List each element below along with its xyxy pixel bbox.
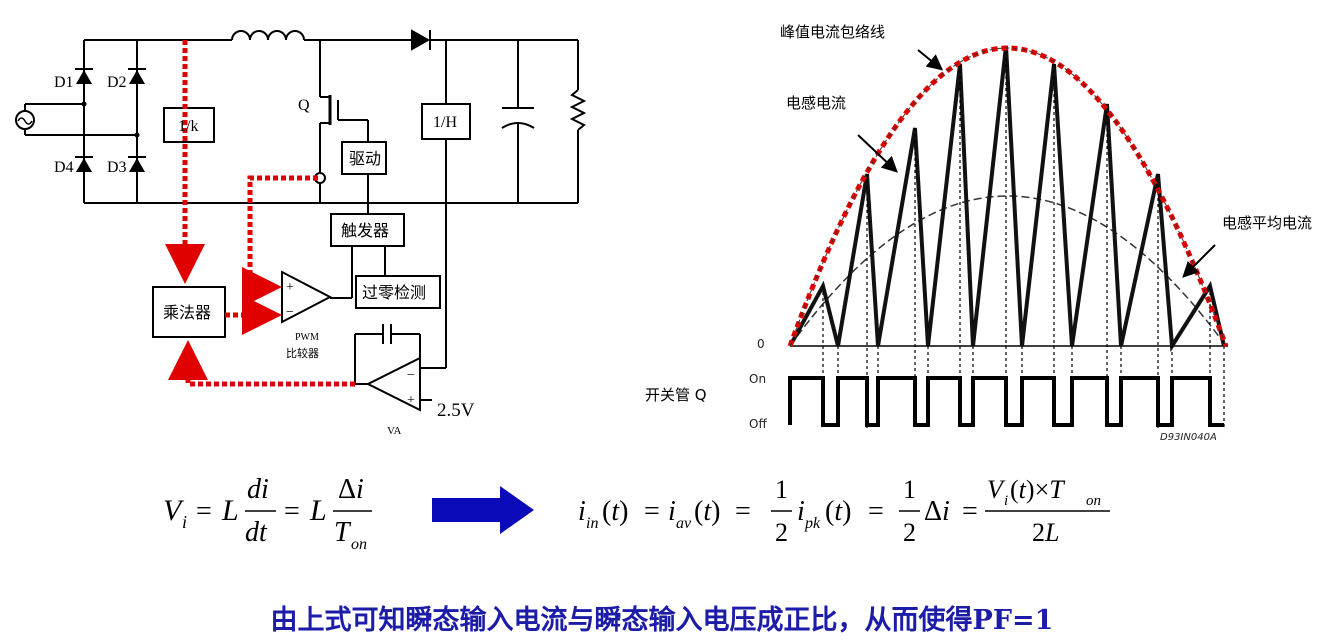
svg-text:V: V <box>987 475 1006 504</box>
diode-d2-icon <box>129 70 145 84</box>
diode-d4-icon <box>76 158 92 172</box>
switch-q-wave <box>788 376 1224 427</box>
svg-text:i: i <box>578 496 586 527</box>
circuit-schematic <box>15 29 587 412</box>
inductor-icon <box>231 30 305 41</box>
svg-text:1: 1 <box>903 475 916 504</box>
svg-text:−: − <box>286 305 294 320</box>
envelope-label: 峰值电流包络线 <box>780 23 885 41</box>
svg-text:on: on <box>351 536 367 553</box>
svg-text:i: i <box>797 496 805 527</box>
conclusion-text: 由上式可知瞬态输入电流与瞬态输入电压成正比，从而使得PF=1 <box>270 605 1054 636</box>
svg-text:=: = <box>735 496 751 527</box>
svg-text:=: = <box>868 496 884 527</box>
d1-label: D1 <box>54 74 74 91</box>
multiplier-box <box>152 286 226 338</box>
svg-text:i: i <box>668 496 676 527</box>
svg-text:L: L <box>221 494 239 527</box>
driver-box <box>341 141 387 175</box>
svg-text:Δi: Δi <box>338 474 364 505</box>
divider-box <box>163 107 215 143</box>
svg-text:pk: pk <box>804 515 821 532</box>
trigger-box <box>330 213 405 247</box>
svg-text:(t)×T: (t)×T <box>1010 475 1065 504</box>
multiplier-label: 乘法器 <box>163 303 211 322</box>
output-diode-icon <box>411 29 431 51</box>
svg-text:(t): (t) <box>602 496 628 527</box>
on-label: On <box>749 372 766 386</box>
d4-label: D4 <box>54 159 74 176</box>
svg-text:=: = <box>284 496 300 527</box>
svg-text:=: = <box>644 496 660 527</box>
zero-detect-label: 过零检测 <box>362 283 426 302</box>
ref-voltage-label: 2.5V <box>437 400 475 421</box>
switch-q-label: Q <box>298 97 310 114</box>
svg-text:i: i <box>182 512 187 532</box>
red-signal-paths <box>165 40 355 387</box>
right-arrow-icon <box>432 486 534 534</box>
svg-text:V: V <box>163 494 185 527</box>
off-label: Off <box>749 417 767 431</box>
amp-label: VA <box>387 425 402 437</box>
bridge-diodes <box>75 68 146 172</box>
svg-text:+: + <box>286 280 294 295</box>
svg-text:i: i <box>1004 493 1008 509</box>
svg-text:1: 1 <box>775 475 788 504</box>
inductor-current-label: 电感电流 <box>786 94 846 112</box>
trigger-label: 触发器 <box>341 221 389 240</box>
svg-text:di: di <box>247 474 269 505</box>
zero-detect-box <box>355 275 441 309</box>
equation-left: V i = L di dt = L Δi T on <box>163 474 372 553</box>
feedback-label: 1/H <box>433 114 457 131</box>
d3-label: D3 <box>107 159 127 176</box>
switch-q-label-wave: 开关管 Q <box>645 386 707 404</box>
driver-label: 驱动 <box>349 149 381 168</box>
svg-text:T: T <box>334 517 352 548</box>
waveform-plot: 峰值电流包络线 电感电流 电感平均电流 0 开关管 Q On Off D93IN… <box>645 23 1312 443</box>
svg-text:av: av <box>676 515 692 532</box>
equation-right: i in (t) = i av (t) = 1 2 i pk (t) = 1 2… <box>578 475 1110 547</box>
diode-d3-icon <box>129 158 145 172</box>
d2-label: D2 <box>107 74 127 91</box>
resistor-icon <box>569 89 587 131</box>
svg-text:2L: 2L <box>1032 518 1059 547</box>
figure-code: D93IN040A <box>1160 432 1217 443</box>
svg-text:dt: dt <box>245 517 268 548</box>
zero-label: 0 <box>757 337 765 351</box>
svg-text:=: = <box>962 496 978 527</box>
svg-text:on: on <box>1086 493 1101 509</box>
comparator-label-2: 比较器 <box>286 346 319 360</box>
svg-text:+: + <box>407 393 415 408</box>
svg-text:Δi: Δi <box>924 496 950 527</box>
svg-text:2: 2 <box>903 518 916 547</box>
avg-current-label: 电感平均电流 <box>1222 214 1312 232</box>
svg-text:=: = <box>196 496 212 527</box>
svg-text:−: − <box>407 368 415 383</box>
comparator-label-1: PWM <box>295 332 319 343</box>
circuit-labels: D1 D2 D4 D3 Q 1/k 1/H 驱动 触发器 过零检测 乘法器 PW… <box>54 74 475 437</box>
divider-label: 1/k <box>178 118 198 135</box>
va-amplifier-icon <box>365 356 421 412</box>
svg-text:(t): (t) <box>694 496 720 527</box>
diode-d1-icon <box>76 70 92 84</box>
pwm-comparator-icon <box>281 270 333 324</box>
svg-text:in: in <box>586 515 598 532</box>
svg-text:(t): (t) <box>825 496 851 527</box>
svg-text:L: L <box>309 494 327 527</box>
svg-text:2: 2 <box>775 518 788 547</box>
